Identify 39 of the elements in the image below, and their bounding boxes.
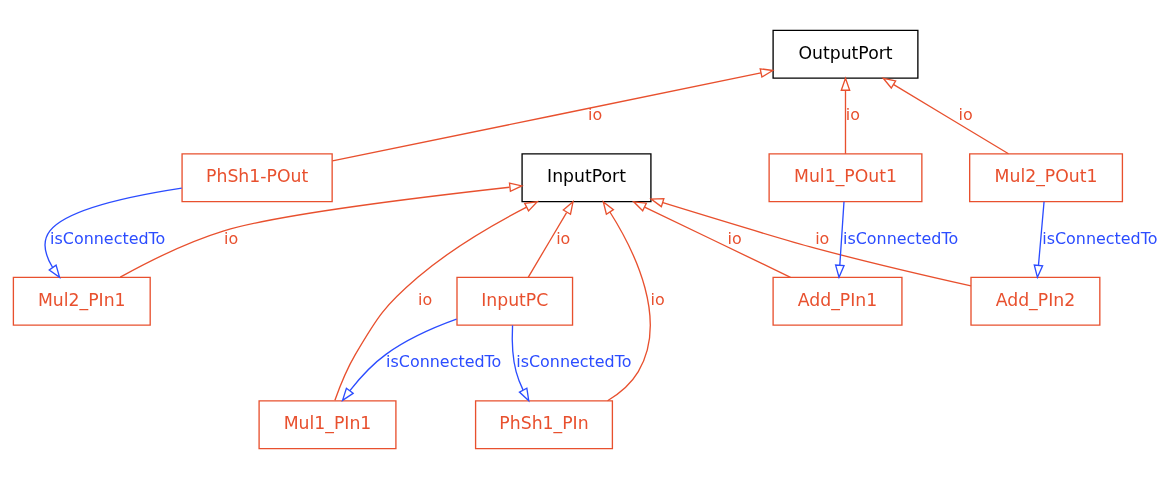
edge-label: io: [727, 228, 742, 248]
edge-label: io: [224, 228, 239, 248]
edge-label: isConnectedTo: [50, 228, 166, 248]
arrow: [881, 76, 1010, 154]
arrow: [834, 200, 845, 279]
edge-label: io: [556, 228, 571, 248]
node-box: Mul1_POut1: [768, 152, 923, 202]
node-box: OutputPort: [772, 29, 919, 79]
arrow: [602, 199, 651, 401]
node-box: InputPort: [521, 152, 652, 202]
arrow: [527, 199, 575, 278]
edge-label: io: [958, 104, 973, 124]
node-box: Mul2_PIn1: [12, 276, 151, 326]
arrow: [44, 186, 183, 279]
arrow: [331, 67, 775, 162]
arrow: [1033, 200, 1045, 279]
node-box: PhSh1_PIn: [474, 399, 614, 449]
node-box: Mul1_PIn1: [258, 399, 397, 449]
edge-label: isConnectedTo: [386, 351, 502, 371]
arrow: [840, 75, 851, 154]
node-box: Add_PIn2: [970, 276, 1101, 326]
arrow: [341, 318, 458, 402]
edge-label: isConnectedTo: [1042, 228, 1158, 248]
arrow: [334, 200, 540, 401]
edge-label: isConnectedTo: [843, 228, 959, 248]
edge-label: io: [650, 289, 665, 309]
node-box: InputPC: [456, 276, 574, 326]
edge-label: io: [845, 104, 860, 124]
arrow: [631, 200, 792, 278]
node-box: PhSh1-POut: [181, 152, 333, 202]
edge-label: io: [418, 289, 433, 309]
node-box: Mul2_POut1: [969, 152, 1124, 202]
arrow: [649, 197, 972, 287]
arrow: [511, 324, 530, 402]
edge-label: isConnectedTo: [516, 351, 632, 371]
edge-label: io: [588, 104, 603, 124]
node-box: Add_PIn1: [772, 276, 903, 326]
arrow: [119, 181, 524, 278]
edge-label: io: [815, 228, 830, 248]
